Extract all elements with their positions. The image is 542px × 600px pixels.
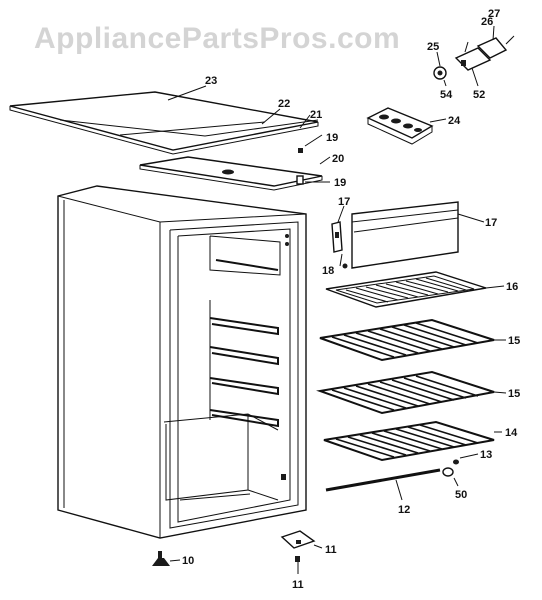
label-16: 16 [506,281,518,293]
label-14: 14 [505,427,518,439]
label-19-lower: 19 [334,177,346,189]
crisper-drawer-front [351,201,485,269]
label-11-screw: 11 [292,579,304,591]
label-22: 22 [278,98,290,110]
wire-shelf-lower [323,420,502,462]
label-54: 54 [440,89,453,101]
label-23: 23 [205,75,217,87]
cabinet-shell [57,185,307,539]
label-19-upper: 19 [326,132,338,144]
label-18: 18 [322,265,334,277]
label-20: 20 [332,153,344,165]
watermark-text: AppliancePartsPros.com [34,22,400,55]
crisper-pan [325,271,505,308]
label-21: 21 [310,109,322,121]
wire-shelf-upper [319,318,506,362]
refrigerator-cabinet [57,185,307,539]
leveling-leg [152,551,181,566]
label-10: 10 [182,555,194,567]
control-assembly [433,25,515,87]
label-50: 50 [455,489,467,501]
shelf-rod [325,453,479,501]
ice-tray [366,107,447,145]
label-13: 13 [480,449,492,461]
part-labels: 23 22 21 19 20 19 24 26 27 25 54 52 17 1… [182,8,520,591]
label-15-upper: 15 [508,335,520,347]
top-cover-panel [9,91,319,151]
label-24: 24 [448,115,461,127]
label-25: 25 [427,41,439,53]
label-27: 27 [488,8,500,20]
hinge-assembly [280,530,323,574]
label-26: 26 [481,16,493,28]
wire-shelf-middle [316,370,507,415]
label-15-lower: 15 [508,388,520,400]
crisper-bracket [331,205,348,269]
label-17-front: 17 [485,217,497,229]
label-11-hinge: 11 [325,544,337,556]
label-12: 12 [398,504,410,516]
label-17-bracket: 17 [338,196,350,208]
label-52: 52 [473,89,485,101]
top-cover-group [9,85,331,191]
